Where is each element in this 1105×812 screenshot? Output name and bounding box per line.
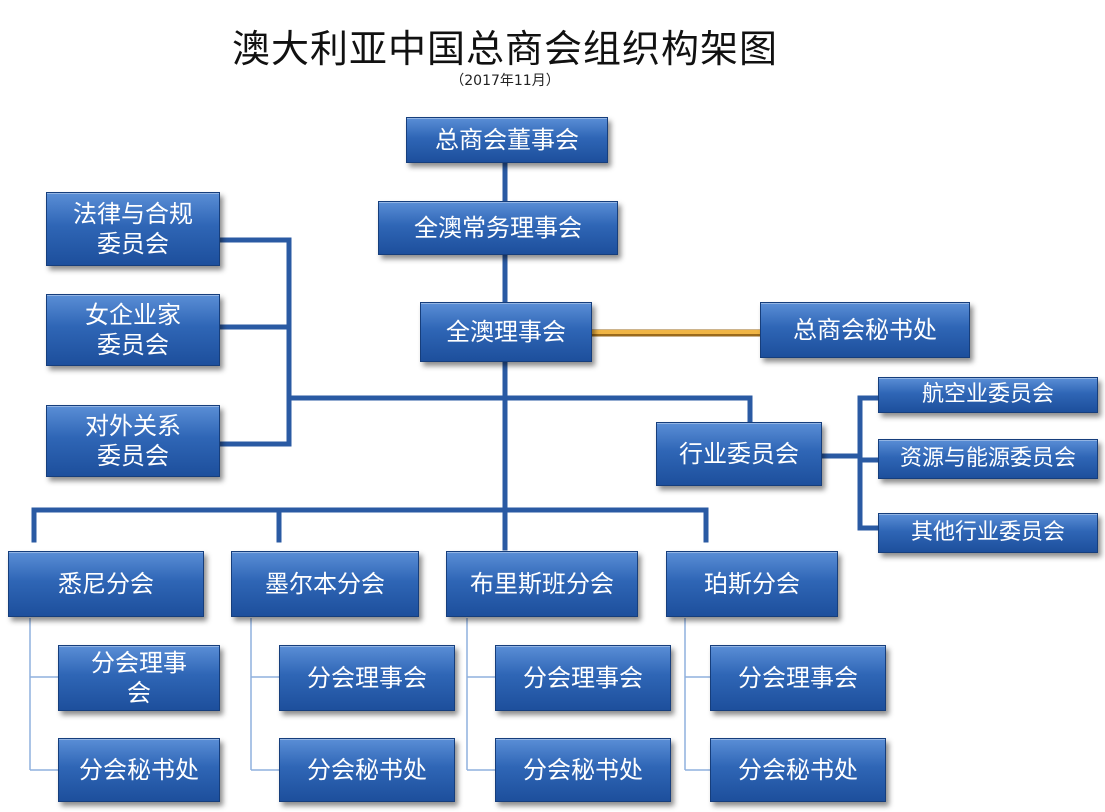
sydney-secretariat-node: 分会秘书处 xyxy=(58,738,220,802)
melbourne-council-node: 分会理事会 xyxy=(279,645,455,711)
industry-committee-label: 行业委员会 xyxy=(679,440,799,468)
perth-council-node: 分会理事会 xyxy=(710,645,886,711)
branch-brisbane-node: 布里斯班分会 xyxy=(446,551,638,617)
perth-secretariat-node: 分会秘书处 xyxy=(710,738,886,802)
sydney-council-line2: 会 xyxy=(127,679,151,707)
brisbane-council-label: 分会理事会 xyxy=(523,664,643,692)
secretariat-node: 总商会秘书处 xyxy=(760,302,970,358)
aviation-committee-label: 航空业委员会 xyxy=(921,382,1054,408)
external-committee-line1: 对外关系 xyxy=(85,412,181,440)
other-industry-committee-label: 其他行业委员会 xyxy=(910,520,1065,546)
sydney-council-node: 分会理事 会 xyxy=(58,645,220,711)
executive-council-node: 全澳常务理事会 xyxy=(378,201,618,255)
external-committee-line2: 委员会 xyxy=(97,442,169,470)
melbourne-secretariat-node: 分会秘书处 xyxy=(279,738,455,802)
board-node: 总商会董事会 xyxy=(406,117,608,163)
branch-sydney-node: 悉尼分会 xyxy=(8,551,204,617)
melbourne-council-label: 分会理事会 xyxy=(307,664,427,692)
brisbane-secretariat-node: 分会秘书处 xyxy=(495,738,671,802)
perth-council-label: 分会理事会 xyxy=(738,664,858,692)
legal-committee-line2: 委员会 xyxy=(97,230,169,258)
melbourne-secretariat-label: 分会秘书处 xyxy=(307,756,427,784)
page-title: 澳大利亚中国总商会组织构架图 xyxy=(231,27,778,71)
national-council-node: 全澳理事会 xyxy=(420,302,592,362)
sydney-secretariat-label: 分会秘书处 xyxy=(79,756,199,784)
industry-committee-node: 行业委员会 xyxy=(656,422,822,486)
perth-secretariat-label: 分会秘书处 xyxy=(738,756,858,784)
legal-committee-line1: 法律与合规 xyxy=(73,200,193,228)
brisbane-council-node: 分会理事会 xyxy=(495,645,671,711)
page-subtitle: （2017年11月） xyxy=(450,73,560,89)
women-committee-line2: 委员会 xyxy=(97,331,169,359)
branch-brisbane-label: 布里斯班分会 xyxy=(470,570,614,598)
aviation-committee-node: 航空业委员会 xyxy=(878,377,1098,413)
external-committee-node: 对外关系 委员会 xyxy=(46,405,220,477)
branch-perth-node: 珀斯分会 xyxy=(666,551,838,617)
resources-committee-node: 资源与能源委员会 xyxy=(878,439,1098,479)
legal-committee-node: 法律与合规 委员会 xyxy=(46,192,220,266)
other-industry-committee-node: 其他行业委员会 xyxy=(878,513,1098,553)
resources-committee-label: 资源与能源委员会 xyxy=(899,446,1076,472)
branch-sydney-label: 悉尼分会 xyxy=(58,570,154,598)
board-label: 总商会董事会 xyxy=(435,126,579,154)
branch-melbourne-label: 墨尔本分会 xyxy=(265,570,385,598)
women-committee-node: 女企业家 委员会 xyxy=(46,294,220,366)
branch-perth-label: 珀斯分会 xyxy=(704,570,800,598)
sydney-council-line1: 分会理事 xyxy=(91,649,187,677)
secretariat-label: 总商会秘书处 xyxy=(793,316,937,344)
branch-melbourne-node: 墨尔本分会 xyxy=(231,551,419,617)
executive-council-label: 全澳常务理事会 xyxy=(414,214,582,242)
women-committee-line1: 女企业家 xyxy=(85,301,181,329)
brisbane-secretariat-label: 分会秘书处 xyxy=(523,756,643,784)
national-council-label: 全澳理事会 xyxy=(446,318,566,346)
